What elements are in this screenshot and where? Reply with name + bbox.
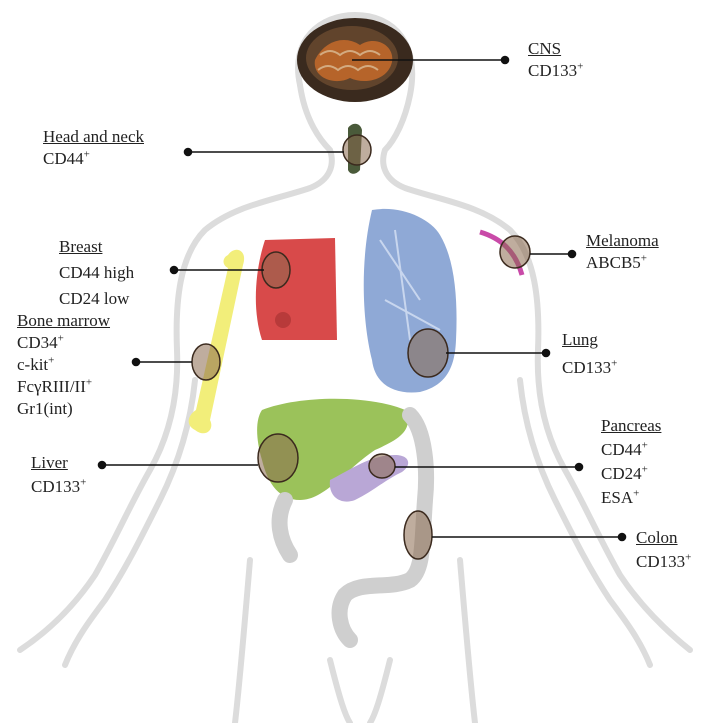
marker-colon — [404, 511, 432, 559]
label-marker: Gr1(int) — [17, 398, 110, 420]
label-marker: ABCB5+ — [586, 252, 659, 274]
label-melanoma: Melanoma ABCB5+ — [586, 230, 659, 274]
label-breast: Breast CD44 high CD24 low — [59, 234, 134, 312]
bone-organ — [189, 250, 244, 433]
label-title: Breast — [59, 234, 134, 260]
label-marker: CD34+ — [17, 332, 110, 354]
breast-organ — [256, 238, 337, 340]
label-title: CNS — [528, 38, 583, 60]
label-head-neck: Head and neck CD44+ — [43, 126, 144, 170]
label-marker: ESA+ — [601, 486, 661, 510]
marker-lung — [408, 329, 448, 377]
marker-liver — [258, 434, 298, 482]
label-bone-marrow: Bone marrow CD34+ c-kit+ FcγRIII/II+ Gr1… — [17, 310, 110, 420]
label-marker: CD24+ — [601, 462, 661, 486]
label-marker: CD44 high — [59, 260, 134, 286]
label-marker: CD44+ — [601, 438, 661, 462]
label-marker: CD133+ — [31, 475, 86, 499]
label-marker: CD44+ — [43, 148, 144, 170]
marker-pancreas — [369, 454, 395, 478]
label-colon: Colon CD133+ — [636, 526, 691, 574]
label-title: Lung — [562, 326, 617, 354]
marker-bone — [192, 344, 220, 380]
label-lung: Lung CD133+ — [562, 326, 617, 382]
label-pancreas: Pancreas CD44+ CD24+ ESA+ — [601, 414, 661, 510]
label-title: Head and neck — [43, 126, 144, 148]
marker-melanoma — [500, 236, 530, 268]
label-title: Melanoma — [586, 230, 659, 252]
label-title: Colon — [636, 526, 691, 550]
label-title: Pancreas — [601, 414, 661, 438]
label-cns: CNS CD133+ — [528, 38, 583, 82]
label-marker: CD133+ — [562, 354, 617, 382]
marker-head-neck — [343, 135, 371, 165]
marker-breast — [262, 252, 290, 288]
label-title: Liver — [31, 451, 86, 475]
label-marker: FcγRIII/II+ — [17, 376, 110, 398]
label-title: Bone marrow — [17, 310, 110, 332]
label-marker: CD133+ — [636, 550, 691, 574]
label-marker: c-kit+ — [17, 354, 110, 376]
label-liver: Liver CD133+ — [31, 451, 86, 499]
label-marker: CD133+ — [528, 60, 583, 82]
label-marker: CD24 low — [59, 286, 134, 312]
